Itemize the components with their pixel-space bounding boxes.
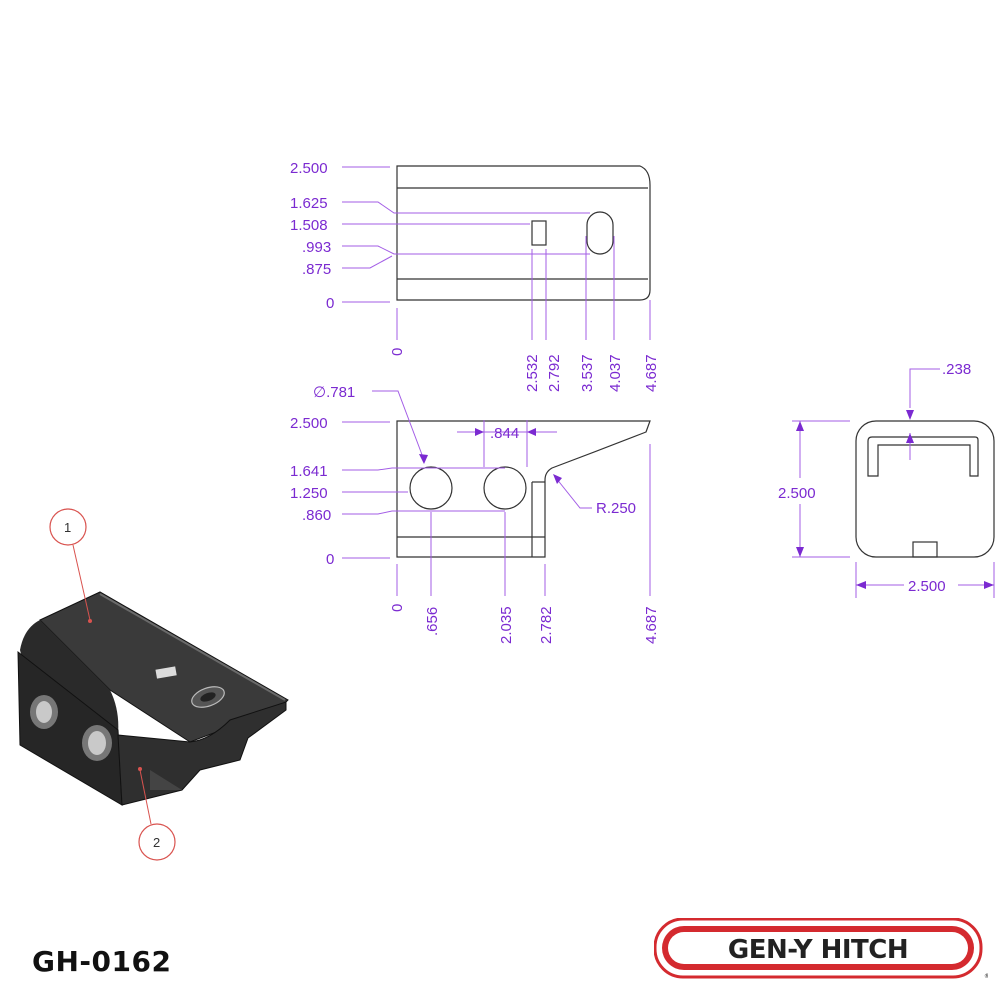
top-x-4687: 4.687	[643, 354, 660, 392]
top-x-2792: 2.792	[546, 354, 563, 392]
top-y-0: 0	[326, 295, 334, 312]
top-x-0: 0	[389, 348, 406, 356]
side-y-2500: 2.500	[290, 415, 328, 432]
top-y-1625: 1.625	[290, 195, 328, 212]
side-x-4687: 4.687	[643, 606, 660, 644]
balloon-2: 2	[138, 767, 176, 861]
balloon-2-label: 2	[153, 835, 160, 850]
hole-diameter-label: ∅.781	[313, 384, 355, 401]
isometric-render	[17, 591, 289, 806]
side-x-2782: 2.782	[538, 606, 555, 644]
top-x-3537: 3.537	[579, 354, 596, 392]
top-y-2500: 2.500	[290, 160, 328, 177]
side-x-656: .656	[424, 607, 441, 636]
side-y-1641: 1.641	[290, 463, 328, 480]
brand-logo-text: GEN-Y HITCH	[728, 935, 908, 965]
side-y-0: 0	[326, 551, 334, 568]
balloon-1-label: 1	[64, 520, 71, 535]
side-x-2035: 2.035	[498, 606, 515, 644]
brand-logo: GEN-Y HITCH ®	[654, 918, 988, 980]
side-y-860: .860	[302, 507, 331, 524]
side-y-1250: 1.250	[290, 485, 328, 502]
balloon-1: 1	[49, 508, 92, 623]
top-y-993: .993	[302, 239, 331, 256]
part-number: GH-0162	[32, 945, 172, 978]
radius-label: R.250	[596, 500, 636, 517]
wall-thickness-label: .238	[942, 361, 971, 378]
end-width-label: 2.500	[908, 578, 946, 595]
top-x-2532: 2.532	[524, 354, 541, 392]
top-x-4037: 4.037	[607, 354, 624, 392]
hole-spacing-label: .844	[490, 425, 519, 442]
side-view: ∅.781 .844 2.500 1.641 1.250 .860 0 R.25…	[290, 384, 660, 644]
svg-text:®: ®	[984, 973, 988, 980]
end-view: .238 2.500 2.500	[778, 361, 995, 598]
top-y-875: .875	[302, 261, 331, 278]
top-y-1508: 1.508	[290, 217, 328, 234]
end-height-label: 2.500	[778, 485, 816, 502]
side-x-0: 0	[389, 604, 406, 612]
top-view: 2.500 1.625 1.508 .993 .875 0 0 2.532 2.…	[290, 160, 660, 392]
